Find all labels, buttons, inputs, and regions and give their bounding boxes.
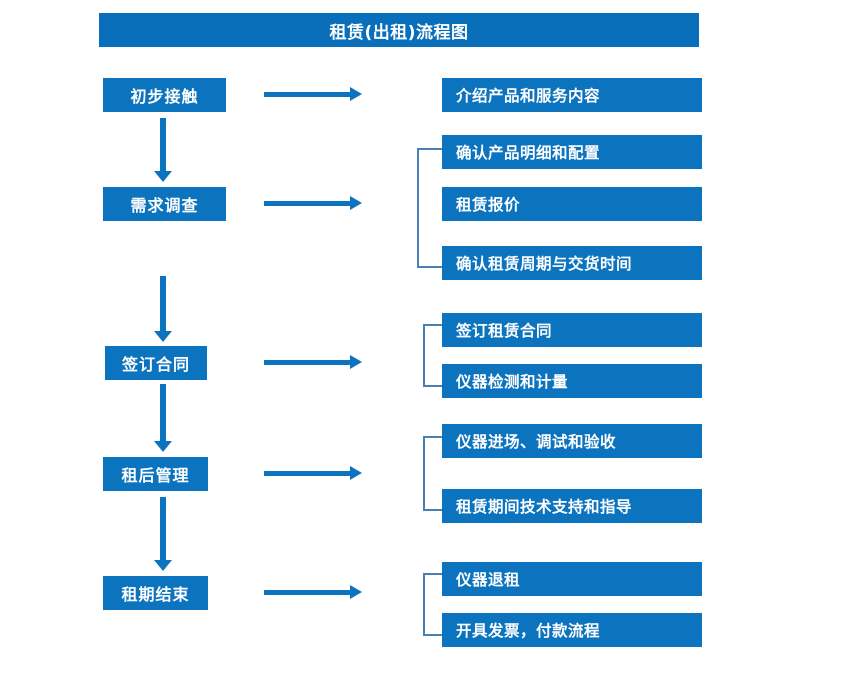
group-bracket-5 bbox=[423, 573, 442, 636]
arrow-right-2 bbox=[264, 196, 362, 210]
arrow-right-5 bbox=[264, 585, 362, 599]
detail-node-2-2[interactable]: 租赁报价 bbox=[442, 187, 702, 221]
arrow-down-4 bbox=[154, 497, 172, 571]
group-bracket-4 bbox=[423, 436, 442, 511]
detail-node-4-2[interactable]: 租赁期间技术支持和指导 bbox=[442, 489, 702, 523]
group-bracket-2 bbox=[417, 148, 442, 268]
stage-node-4[interactable]: 租后管理 bbox=[103, 457, 208, 491]
detail-node-2-3[interactable]: 确认租赁周期与交货时间 bbox=[442, 246, 702, 280]
detail-node-5-1[interactable]: 仪器退租 bbox=[442, 562, 702, 596]
arrow-right-1 bbox=[264, 87, 362, 101]
detail-node-2-1[interactable]: 确认产品明细和配置 bbox=[442, 135, 702, 169]
arrow-right-3 bbox=[264, 355, 362, 369]
stage-node-1[interactable]: 初步接触 bbox=[103, 78, 226, 112]
arrow-down-2 bbox=[154, 276, 172, 342]
detail-node-3-2[interactable]: 仪器检测和计量 bbox=[442, 364, 702, 398]
stage-node-2[interactable]: 需求调查 bbox=[103, 187, 226, 221]
arrow-right-4 bbox=[264, 466, 362, 480]
page-title: 租赁(出租)流程图 bbox=[99, 13, 699, 47]
detail-node-1-1[interactable]: 介绍产品和服务内容 bbox=[442, 78, 702, 112]
stage-node-3[interactable]: 签订合同 bbox=[105, 346, 207, 380]
arrow-down-3 bbox=[154, 384, 172, 452]
group-bracket-3 bbox=[423, 324, 442, 387]
stage-node-5[interactable]: 租期结束 bbox=[103, 576, 208, 610]
detail-node-4-1[interactable]: 仪器进场、调试和验收 bbox=[442, 424, 702, 458]
arrow-down-1 bbox=[154, 118, 172, 182]
detail-node-5-2[interactable]: 开具发票，付款流程 bbox=[442, 613, 702, 647]
detail-node-3-1[interactable]: 签订租赁合同 bbox=[442, 313, 702, 347]
